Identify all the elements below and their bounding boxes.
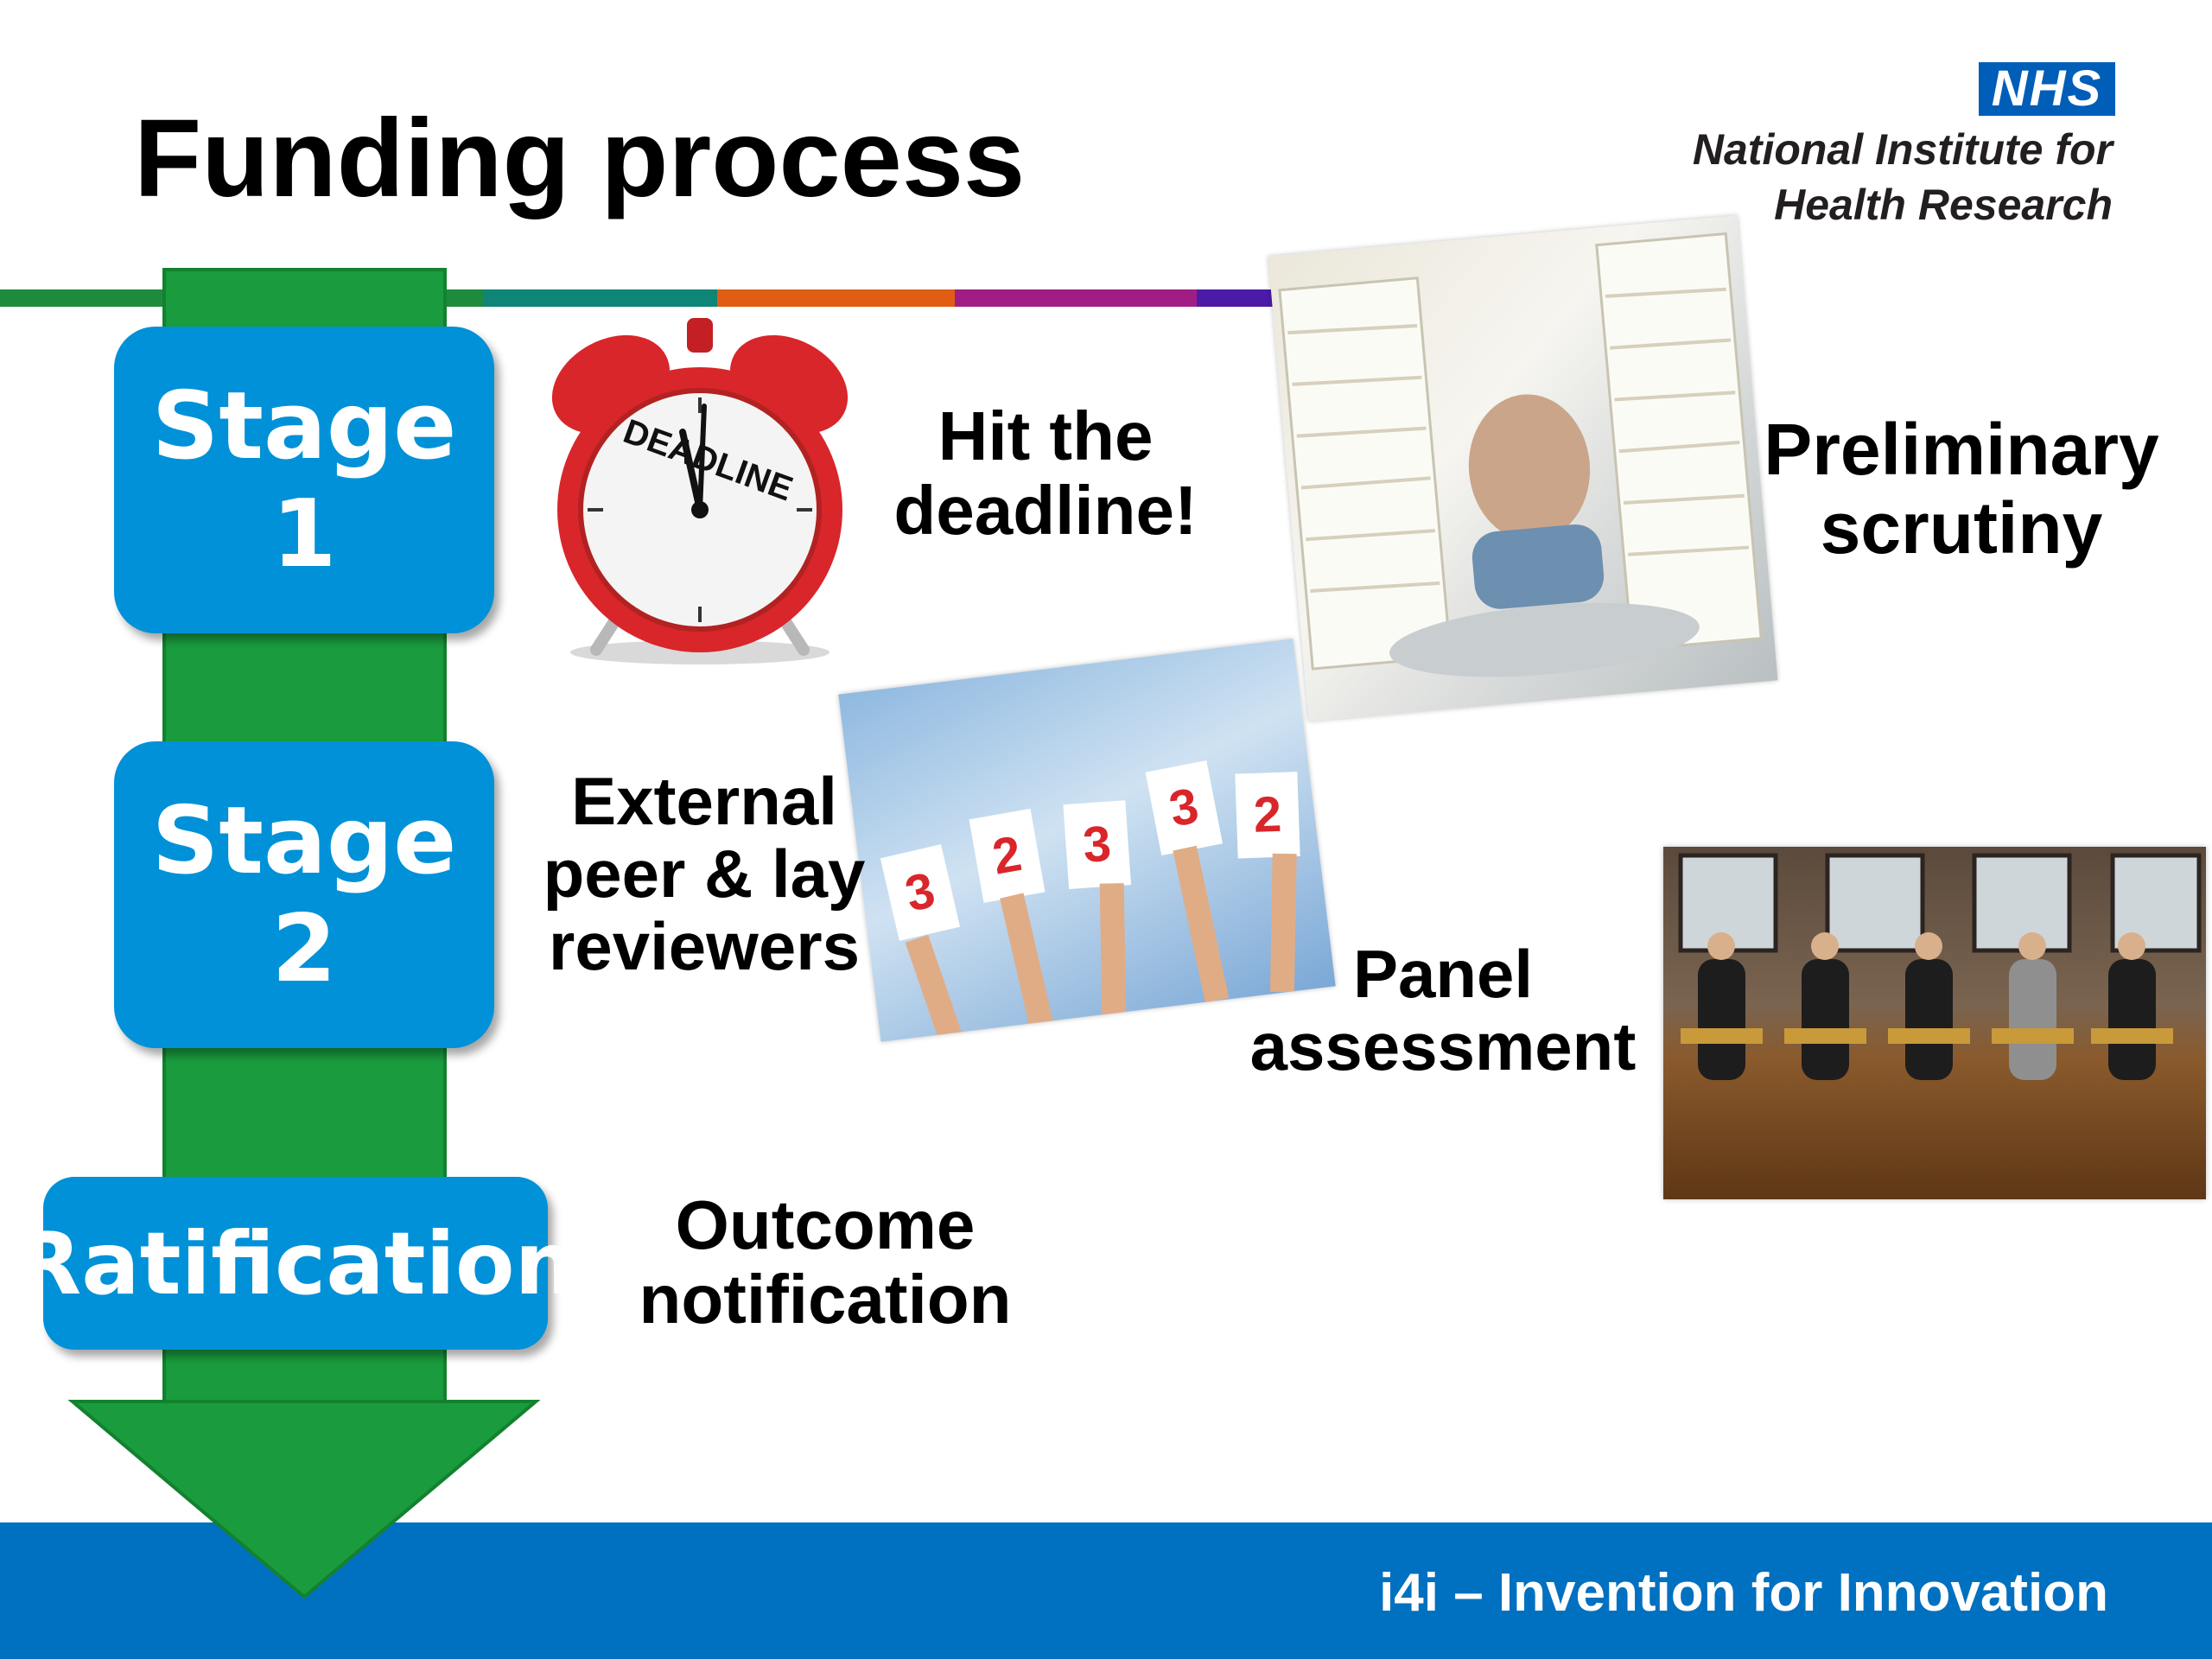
- stage-2-box: Stage 2: [114, 741, 494, 1048]
- logo-line-1: National Institute for: [1692, 125, 2113, 174]
- scrutiny-label: Preliminary scrutiny: [1754, 410, 2169, 567]
- scrutiny-label-line-2: scrutiny: [1820, 486, 2103, 569]
- outcome-label-line-1: Outcome: [675, 1186, 976, 1263]
- footer-bar: [0, 1522, 2212, 1659]
- nhs-logo-badge: NHS: [1979, 62, 2115, 116]
- reviewers-label-line-1: External: [571, 763, 837, 839]
- panel-label: Panel assessment: [1227, 936, 1659, 1085]
- panel-label-line-2: assessment: [1249, 1008, 1637, 1085]
- logo-line-2: Health Research: [1774, 181, 2113, 229]
- panel-label-line-1: Panel: [1352, 936, 1534, 1012]
- slide-title: Funding process: [134, 97, 1026, 220]
- deadline-label-line-2: deadline!: [893, 472, 1198, 550]
- footer-tagline: i4i – Invention for Innovation: [1379, 1563, 2108, 1623]
- deadline-label: Hit the deadline!: [881, 397, 1210, 550]
- outcome-label: Outcome notification: [618, 1186, 1033, 1338]
- panel-photo: [1663, 847, 2206, 1199]
- scrutiny-label-line-1: Preliminary: [1764, 409, 2159, 490]
- deadline-label-line-1: Hit the: [938, 397, 1154, 474]
- ratification-box: Ratification: [15, 1177, 576, 1350]
- stage-1-box: Stage 1: [114, 327, 494, 633]
- deadline-clock-image: DEADLINE: [551, 318, 849, 664]
- reviewers-label: External peer & lay reviewers: [531, 765, 877, 983]
- paper-stacks-photo: [1268, 215, 1778, 721]
- reviewers-label-line-2: peer & lay: [543, 836, 866, 912]
- reviewers-label-line-3: reviewers: [549, 908, 860, 985]
- outcome-label-line-2: notification: [639, 1261, 1012, 1338]
